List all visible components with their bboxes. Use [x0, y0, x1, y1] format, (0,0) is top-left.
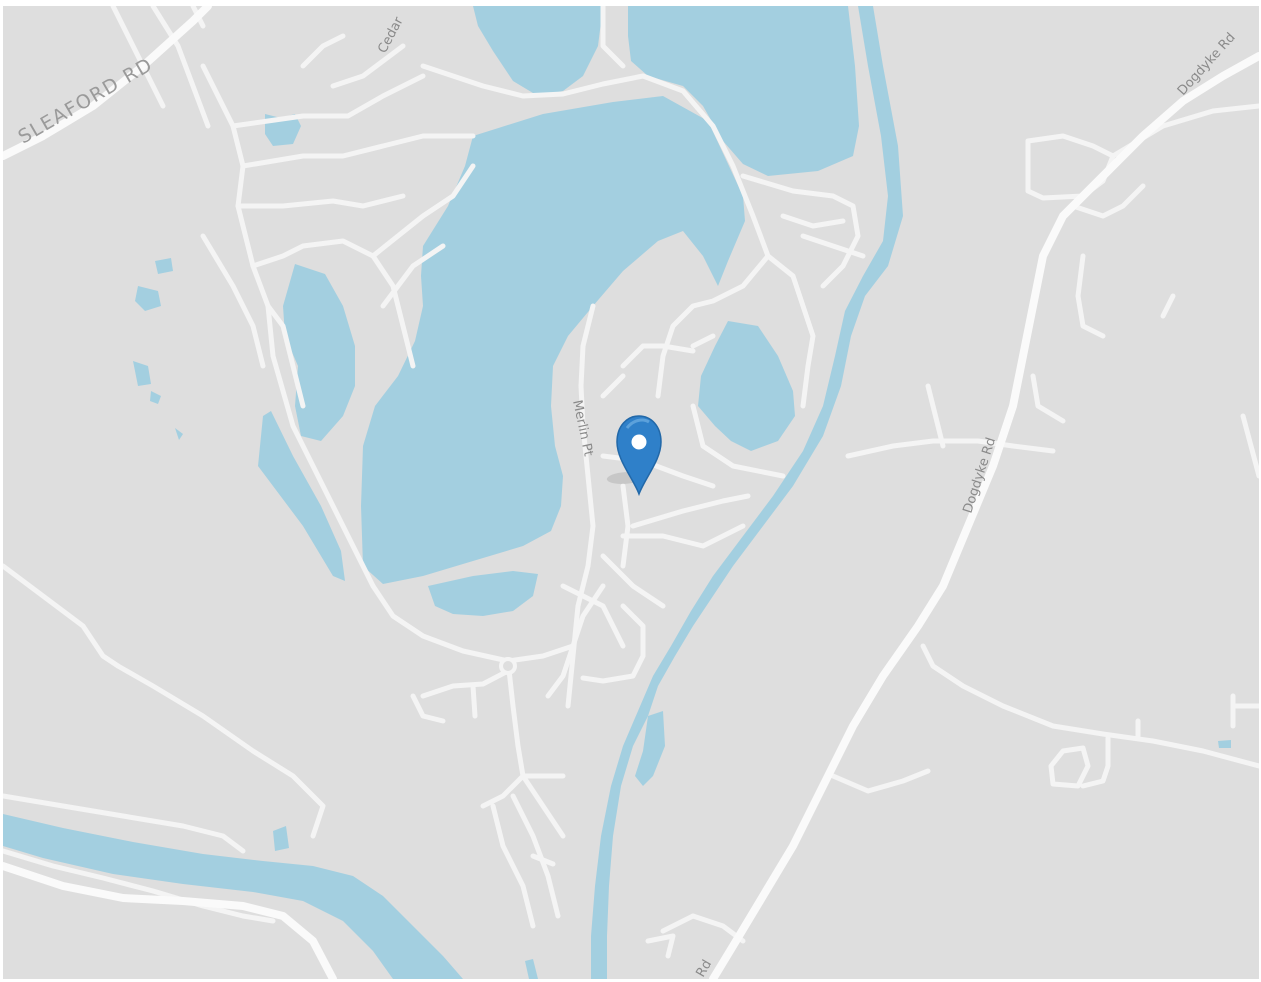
- river-branch: [635, 711, 665, 786]
- east-lake: [698, 321, 795, 451]
- label-rd-bottom: Rd: [693, 958, 715, 979]
- west-strip: [258, 411, 345, 581]
- minor-roads: [3, 6, 1259, 959]
- spot-3: [133, 361, 151, 386]
- dogdyke-rd-line: [709, 52, 1259, 979]
- spot-7: [1218, 740, 1231, 748]
- southwest-road-line: [3, 862, 337, 979]
- spot-8: [525, 959, 538, 979]
- map-canvas[interactable]: SLEAFORD RD Cedar Merlin Pt Dogdyke Rd D…: [3, 6, 1259, 979]
- spot-4: [150, 391, 161, 404]
- central-lake: [361, 96, 745, 584]
- spot-2: [155, 258, 173, 274]
- north-lake: [628, 6, 859, 176]
- roundabout: [499, 657, 517, 675]
- spot-5: [175, 428, 183, 440]
- sleaford-rd-line: [3, 6, 212, 160]
- water-bodies: [3, 6, 1231, 979]
- spot-1: [135, 286, 161, 311]
- spot-6: [273, 826, 289, 851]
- map-pin-icon[interactable]: [604, 415, 662, 497]
- top-lake: [473, 6, 603, 96]
- major-roads: [3, 6, 1259, 979]
- southwest-river: [3, 814, 463, 979]
- south-ponds: [428, 571, 538, 616]
